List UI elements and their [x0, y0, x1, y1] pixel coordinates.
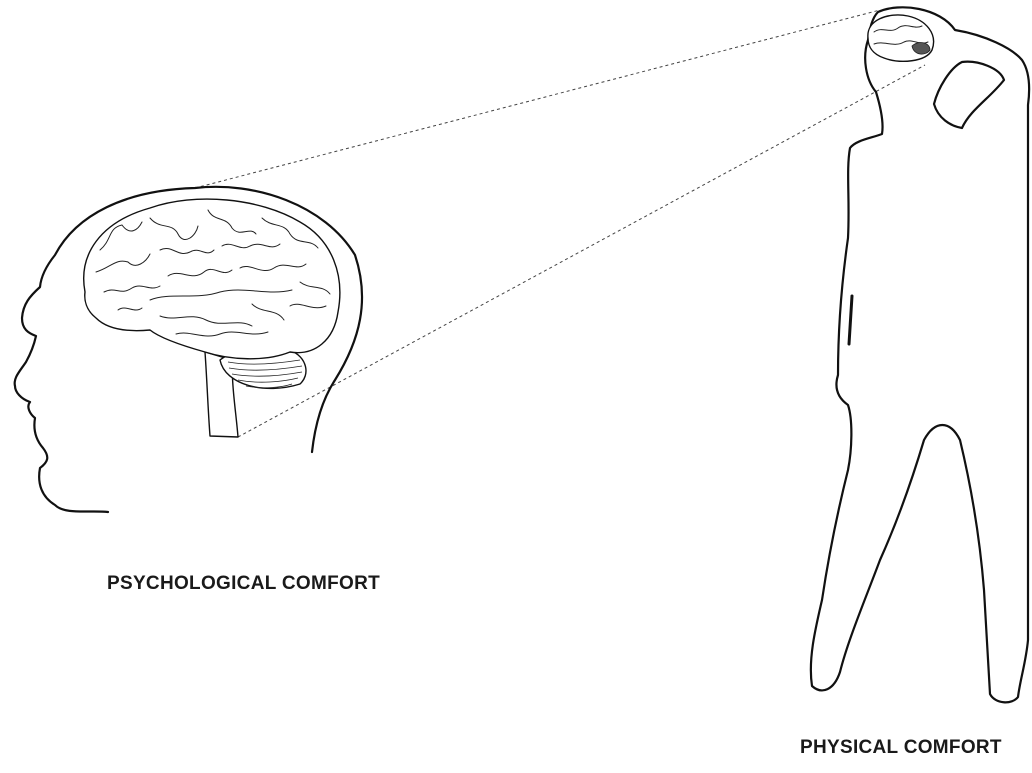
- standing-figure: [811, 7, 1029, 702]
- projection-line-upper: [195, 10, 880, 188]
- raised-arm-contour: [934, 62, 1004, 128]
- psychological-comfort-label: PSYCHOLOGICAL COMFORT: [107, 573, 380, 595]
- figure-outline: [811, 7, 1029, 702]
- projection-line-lower: [238, 65, 925, 437]
- pocket-mark: [849, 296, 852, 344]
- brain-illustration: [84, 199, 340, 437]
- figure-brain: [868, 15, 934, 61]
- cerebrum: [84, 199, 340, 359]
- physical-comfort-label: PHYSICAL COMFORT: [800, 737, 1002, 759]
